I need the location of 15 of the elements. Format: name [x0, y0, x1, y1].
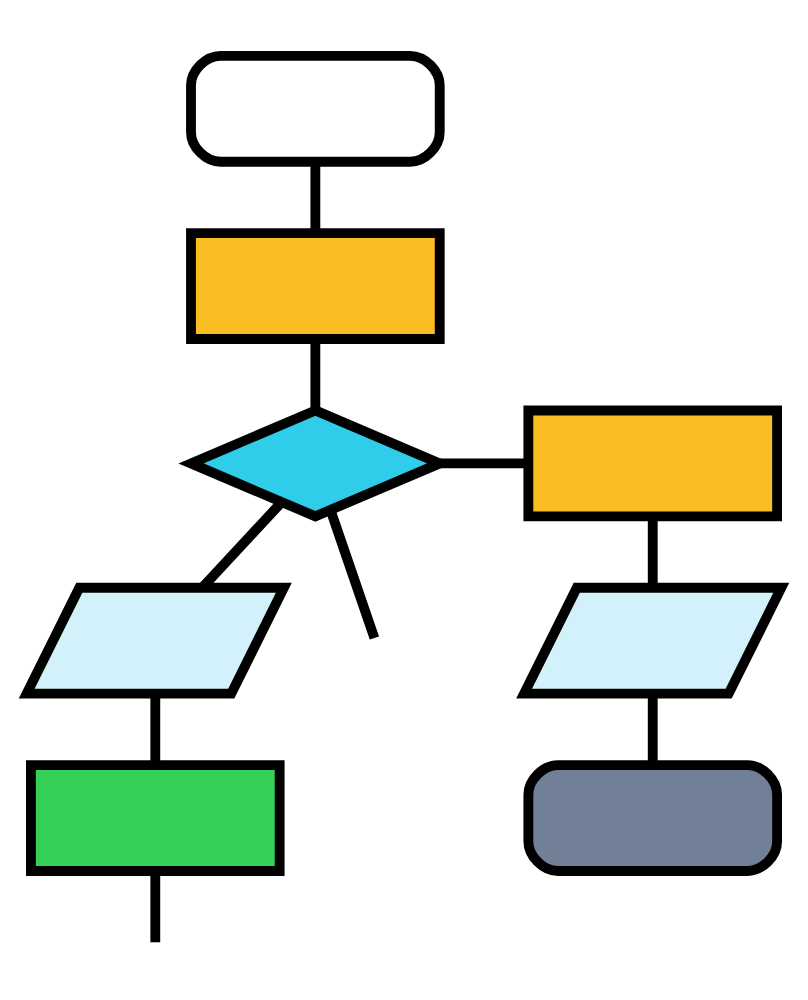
node-parallelogram [516, 582, 790, 699]
node-pill [523, 760, 782, 876]
connector [439, 458, 528, 469]
connector [647, 693, 658, 765]
connector [647, 516, 658, 588]
node-parallelogram [18, 582, 292, 699]
connector [150, 871, 161, 943]
connector [150, 693, 161, 765]
node-box [523, 405, 782, 522]
node-box [186, 228, 445, 344]
connector [325, 508, 380, 640]
node-box [26, 760, 285, 876]
connector [310, 162, 321, 233]
connector [310, 339, 321, 410]
node-pill [186, 50, 445, 167]
